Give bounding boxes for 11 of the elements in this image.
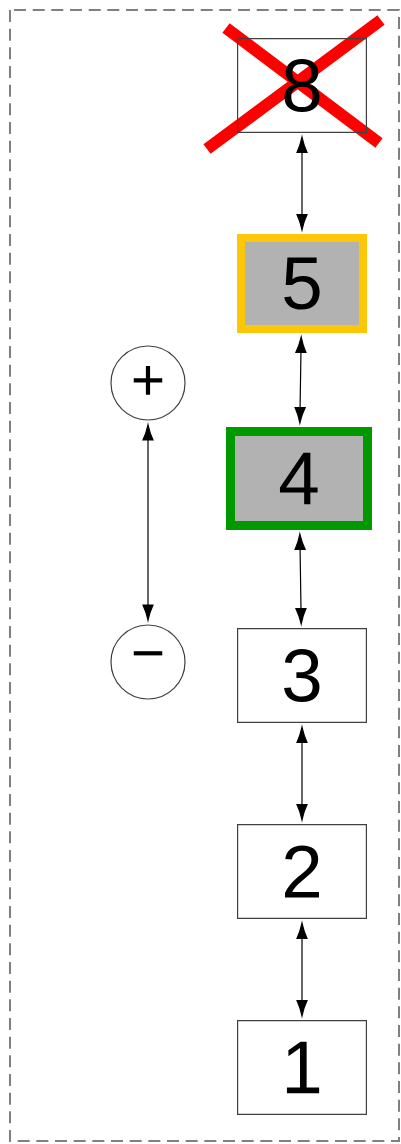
arrow bbox=[294, 336, 307, 424]
arrow bbox=[296, 136, 308, 231]
number-box: 2 bbox=[237, 824, 367, 919]
arrow bbox=[296, 922, 308, 1017]
arrow bbox=[296, 726, 308, 821]
arrow bbox=[142, 424, 154, 621]
number-box: 4 bbox=[226, 427, 372, 530]
number-box: 1 bbox=[237, 1020, 367, 1115]
number-box: 5 bbox=[237, 234, 367, 333]
arrow bbox=[294, 533, 307, 625]
number-box: 3 bbox=[237, 628, 367, 723]
